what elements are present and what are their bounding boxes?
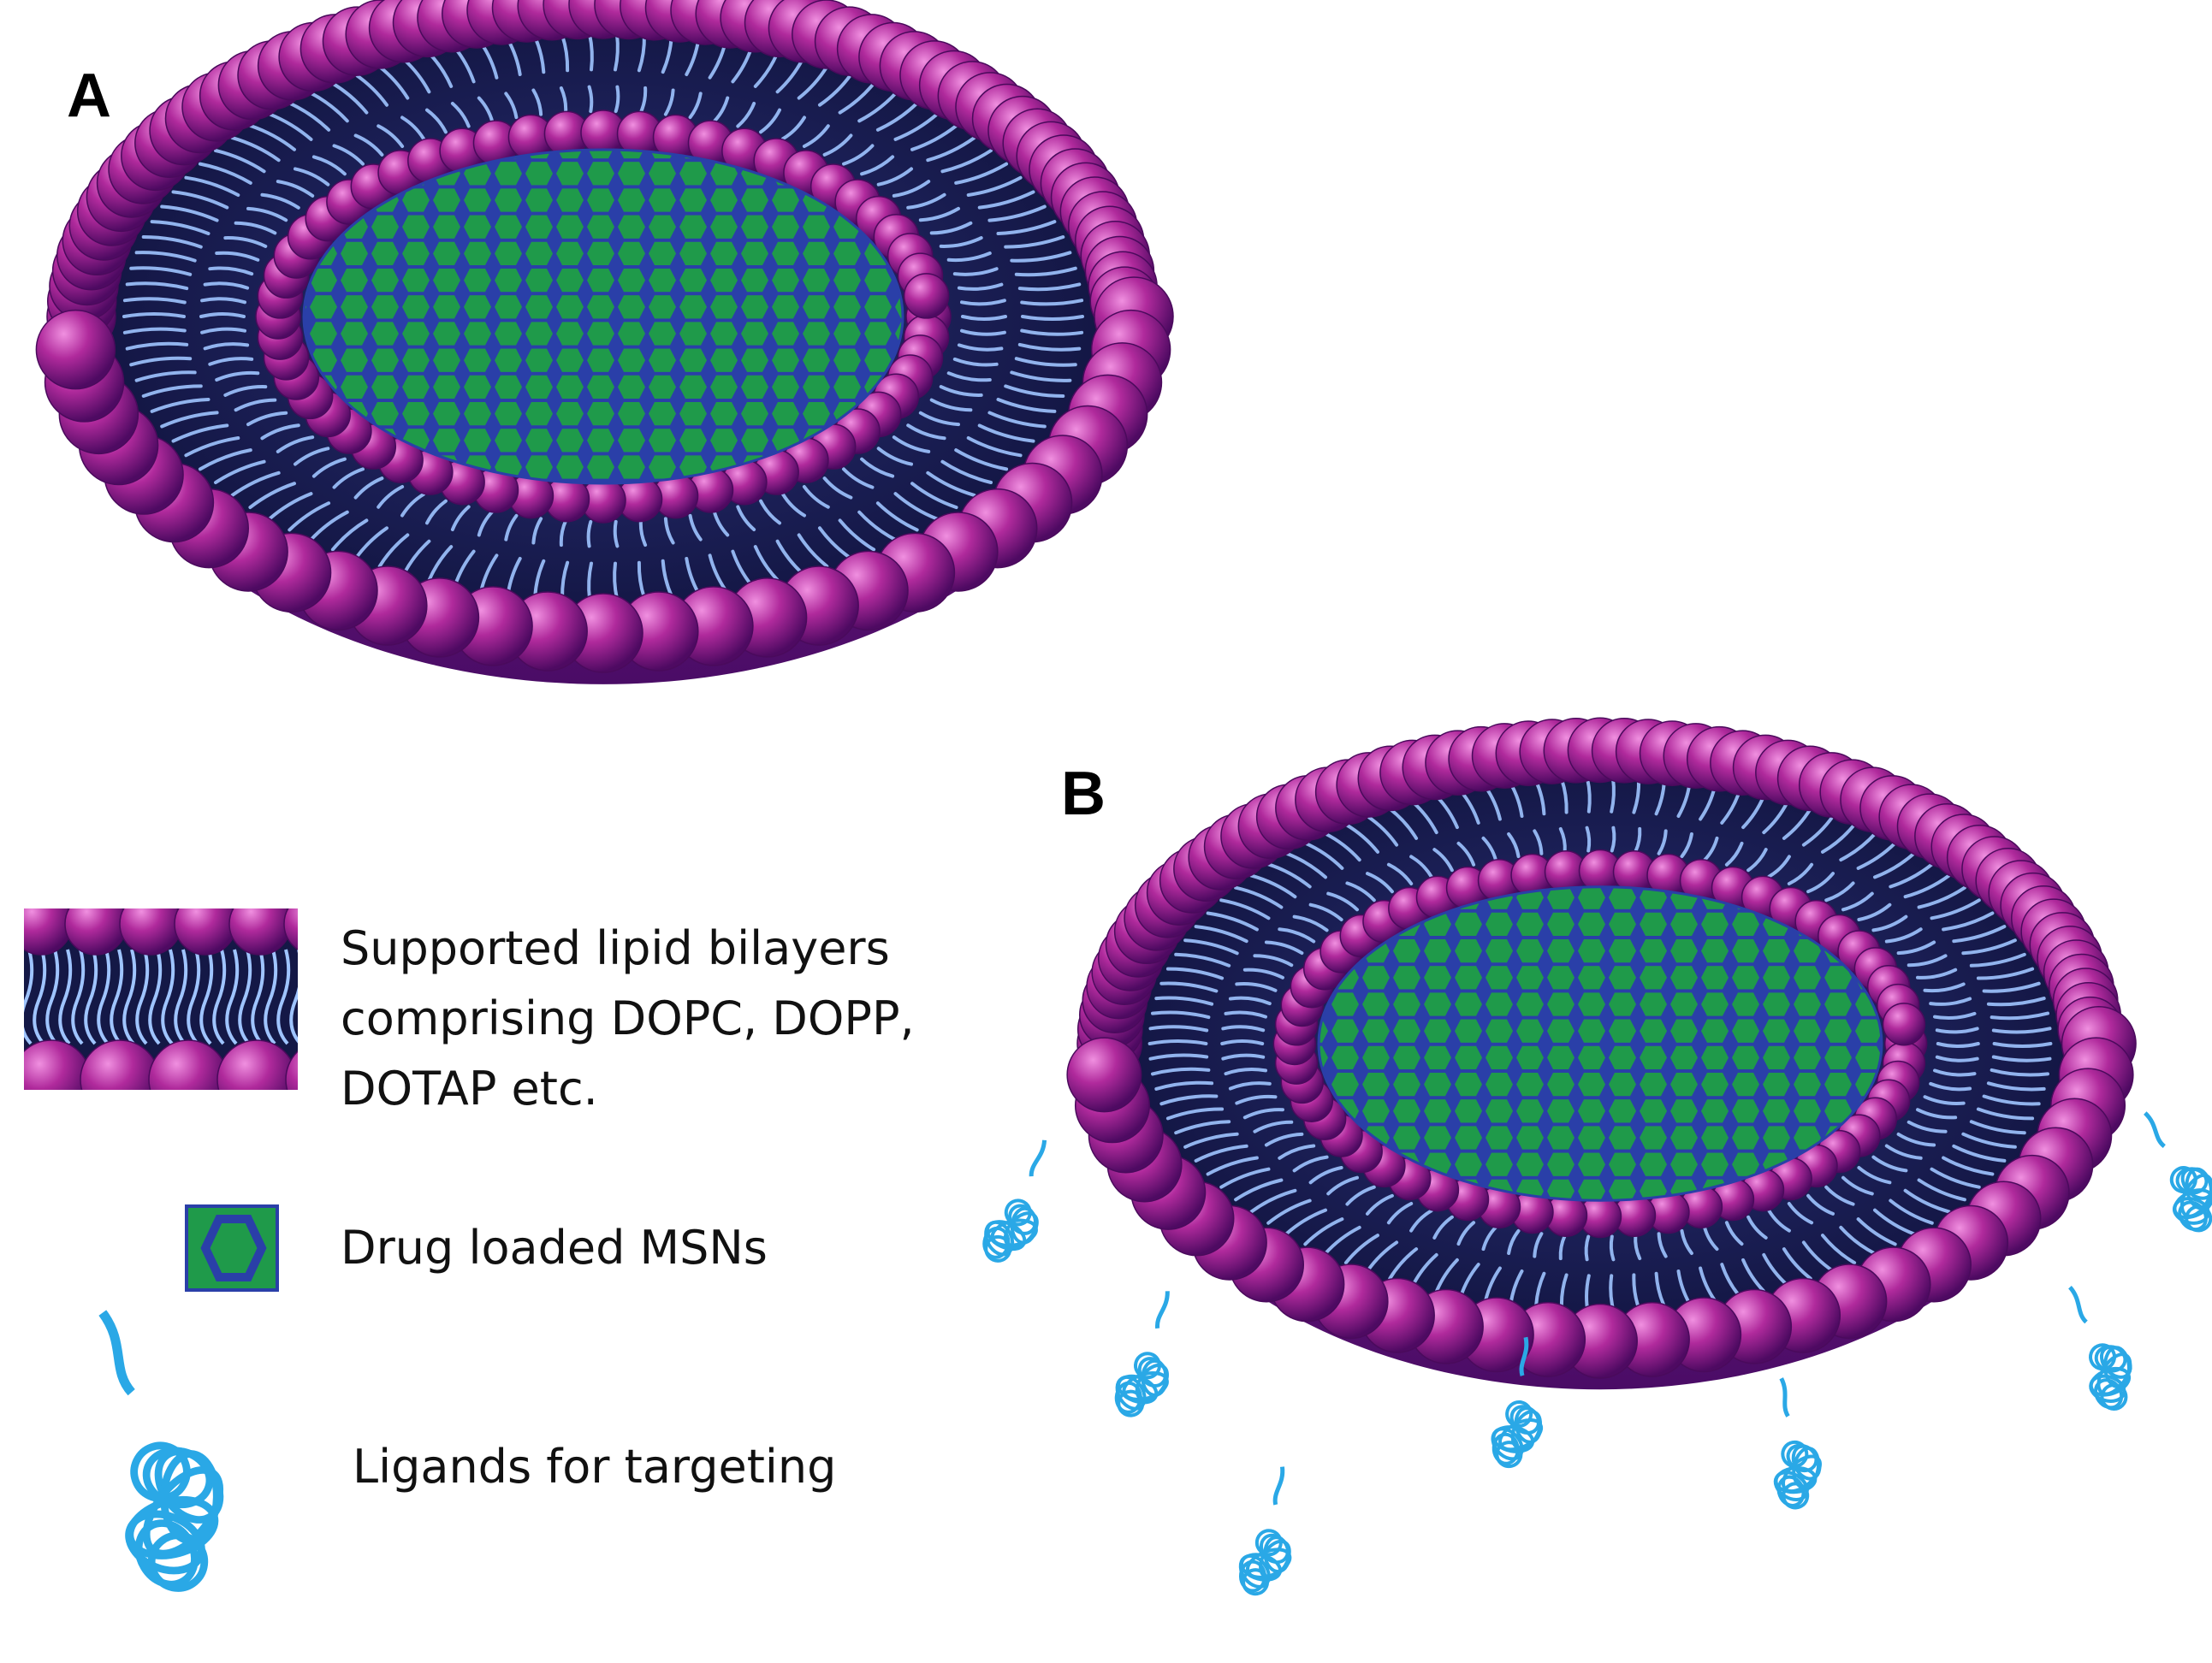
lipid-head	[24, 908, 73, 956]
lipid-head	[216, 1039, 297, 1090]
msn-core	[302, 148, 904, 485]
lipid-head	[228, 908, 292, 956]
ligand	[1491, 1336, 1544, 1469]
ligand	[98, 1310, 224, 1592]
liposome-b	[982, 717, 2212, 1596]
inner-tail-ring	[1220, 826, 1980, 1262]
ligand	[1773, 1377, 1822, 1510]
lipid-head	[80, 1039, 160, 1090]
lipid-legend-line-2: comprising DOPC, DOPP,	[341, 991, 915, 1045]
inner-head-ring	[1272, 849, 1928, 1239]
ligand-legend-label: Ligands for targeting	[353, 1440, 837, 1494]
panel-label-a: A	[67, 62, 111, 130]
lipid-head	[64, 908, 128, 956]
lipid-head	[24, 1039, 92, 1090]
lipid-head	[1066, 1037, 1142, 1113]
liposome-a	[35, 0, 1174, 684]
msn-legend-label: Drug loaded MSNs	[341, 1221, 768, 1275]
panel-label-b: B	[1061, 760, 1106, 828]
lipid-head	[285, 1050, 298, 1090]
ligand	[982, 1139, 1047, 1263]
lipid-head	[283, 908, 298, 950]
lipid-head	[1882, 1003, 1926, 1046]
inner-tail-ring	[199, 85, 1007, 548]
ligand	[2143, 1111, 2212, 1233]
ligand	[1238, 1466, 1292, 1596]
lipid-head	[903, 273, 950, 319]
outer-head-ring-front	[35, 276, 1174, 673]
lipid-bilayer-legend-icon	[24, 908, 298, 1090]
msn-legend-icon	[185, 1204, 279, 1292]
msn-core	[1317, 885, 1883, 1202]
inner-head-ring	[255, 109, 952, 524]
ligand	[2068, 1286, 2132, 1411]
lipid-legend-line-3: DOTAP etc.	[341, 1062, 598, 1116]
lipid-head	[119, 908, 182, 956]
ligand-legend-icon	[98, 1310, 224, 1592]
outer-head-ring-front	[1066, 1006, 2137, 1379]
lipid-head	[35, 309, 116, 390]
ligand	[1114, 1291, 1170, 1417]
lipid-legend-line-1: Supported lipid bilayers	[341, 921, 890, 975]
lipid-head	[174, 908, 237, 956]
lipid-head	[148, 1039, 228, 1090]
